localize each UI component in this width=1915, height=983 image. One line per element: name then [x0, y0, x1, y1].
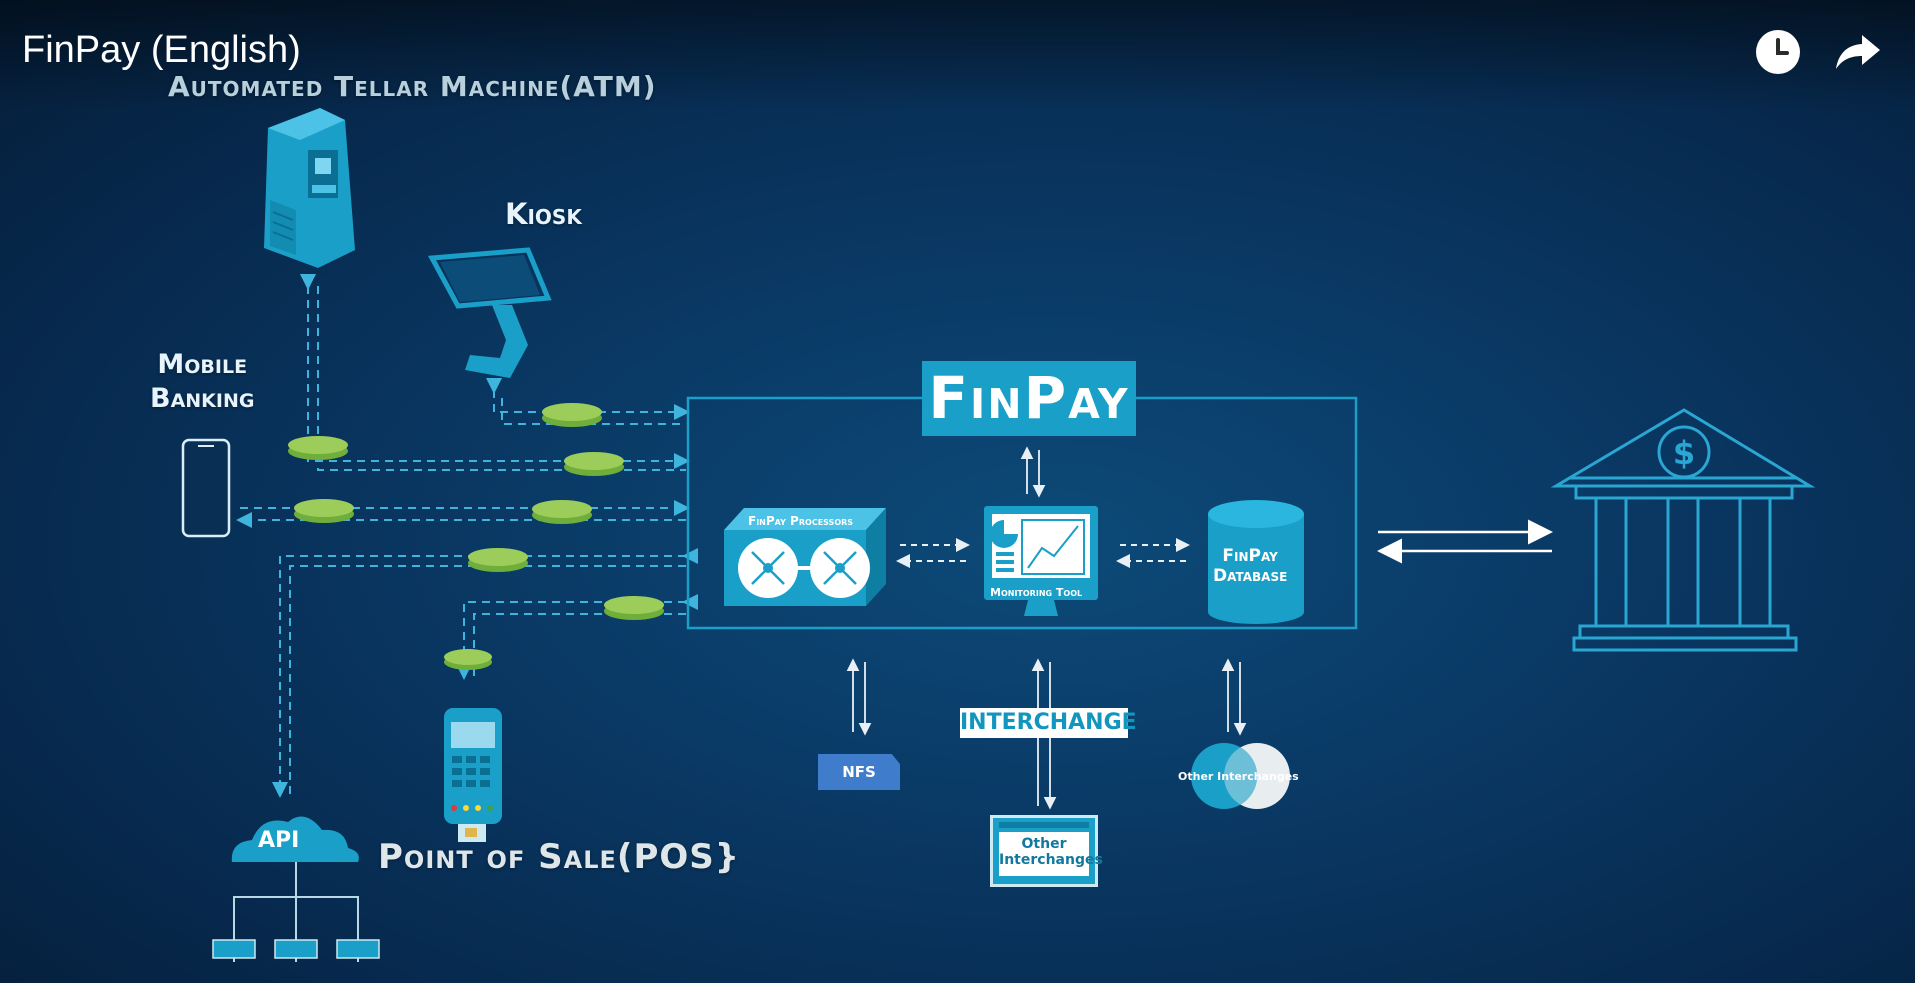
atm-label: Automated Tellar Machine(ATM)	[168, 70, 657, 103]
bank-building-icon: $	[1550, 408, 1816, 652]
title-overlay	[0, 0, 1915, 110]
finpay-processors-label: FinPay Processors	[748, 514, 854, 528]
svg-text:$: $	[1673, 434, 1695, 472]
other-interchanges-circles	[1191, 743, 1290, 809]
other-interchanges-circle-label: Other Interchanges	[1178, 770, 1299, 783]
nfs-box: NFS	[818, 754, 900, 790]
mobile-banking-label-line2: Banking	[150, 383, 255, 414]
atm-icon	[264, 108, 355, 268]
share-arrow-icon	[1836, 35, 1880, 69]
finpay-database-icon	[1208, 500, 1304, 624]
finpay-database-label-line1: FinPay	[1222, 546, 1278, 566]
other-interchanges-box-line2: Interchanges	[999, 852, 1103, 868]
other-interchanges-box-line1: Other	[1021, 836, 1067, 852]
other-interchanges-box-bar	[999, 822, 1089, 828]
finpay-database-label-line2: Database	[1213, 566, 1288, 586]
mobile-banking-label-line1: Mobile	[157, 349, 248, 380]
monitoring-tool-icon	[984, 506, 1098, 616]
pos-terminal-icon	[444, 708, 502, 842]
pos-label: Point of Sale(POS}	[378, 837, 740, 877]
api-cloud-icon	[212, 816, 380, 962]
watch-later-button[interactable]	[1750, 24, 1806, 80]
clock-icon	[1756, 30, 1800, 74]
finpay-processors-icon	[724, 508, 886, 606]
other-interchanges-box: Other Interchanges	[990, 815, 1103, 887]
money-stack-icons	[288, 403, 664, 670]
mobile-banking-label: Mobile Banking	[150, 348, 254, 416]
other-interchanges-box-label: Other Interchanges	[999, 832, 1103, 876]
interchange-label: INTERCHANGE	[960, 708, 1137, 738]
mobile-phone-icon	[181, 438, 231, 538]
finpay-logo: FinPay	[922, 361, 1136, 436]
api-label: API	[258, 828, 300, 853]
finpay-database-label: FinPay Database	[1213, 546, 1287, 586]
video-title[interactable]: FinPay (English)	[22, 29, 301, 71]
share-button[interactable]	[1830, 24, 1886, 80]
kiosk-icon	[427, 247, 552, 378]
kiosk-label: Kiosk	[505, 197, 582, 231]
monitoring-tool-label: Monitoring Tool	[990, 586, 1083, 599]
